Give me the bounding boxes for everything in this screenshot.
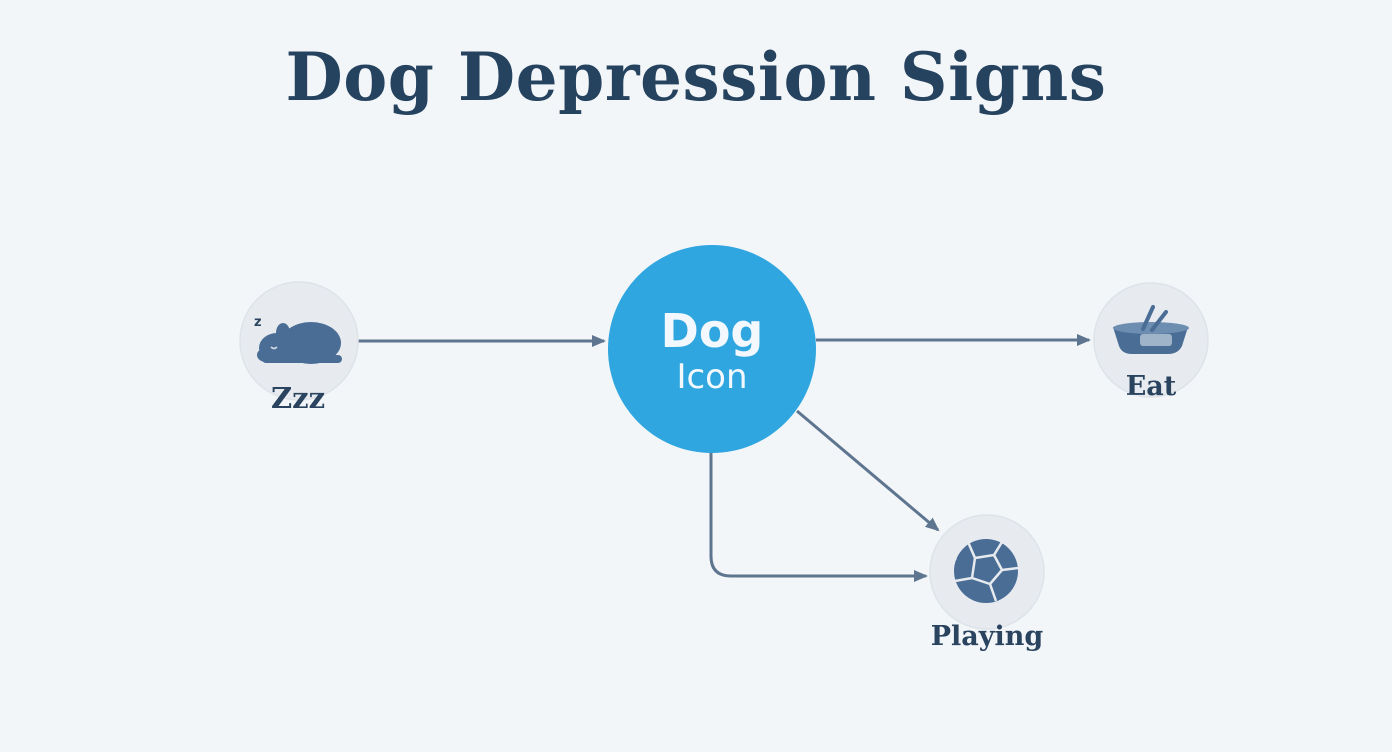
food-bowl-icon (1113, 305, 1189, 354)
sleeping-dog-icon (257, 322, 342, 364)
sleep-node: z (239, 281, 359, 401)
diagram-title: Dog Depression Signs (285, 38, 1107, 116)
sleep-z-mark: z (254, 315, 262, 330)
connector-dog-to-play-diagonal (796, 409, 940, 532)
dog-node-label-line2: Icon (676, 357, 748, 397)
eat-node-label: Eat (1125, 371, 1177, 402)
play-node-label: Playing (930, 621, 1044, 652)
connector-dog-to-play-elbow (709, 452, 928, 582)
play-node (929, 514, 1045, 630)
sleep-node-label: Zzz (270, 381, 326, 415)
eat-node (1093, 282, 1209, 398)
dog-center-node (608, 245, 816, 453)
ball-icon (953, 539, 1019, 603)
dog-node-label-line1: Dog (660, 304, 764, 358)
